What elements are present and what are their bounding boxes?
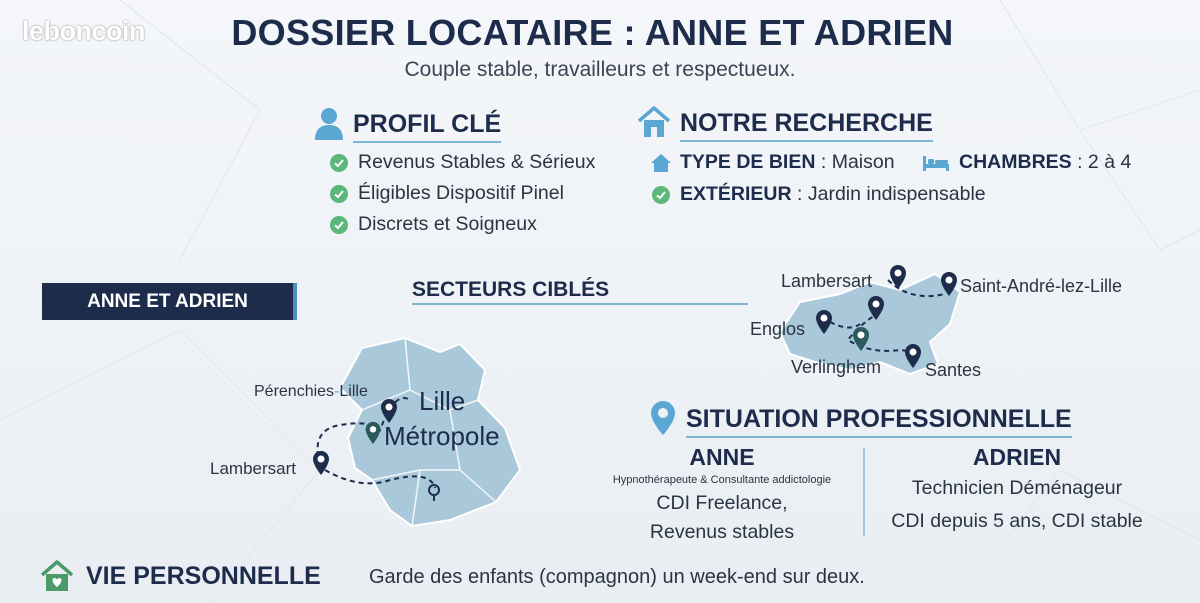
exterieur-row: EXTÉRIEUR : Jardin indispensable	[652, 183, 986, 206]
label-lambersart-left: Lambersart	[210, 459, 296, 478]
person-icon	[313, 106, 345, 147]
vie-title: VIE PERSONNELLE	[86, 561, 321, 590]
recherche-title: NOTRE RECHERCHE	[680, 109, 933, 142]
profil-item: Éligibles Dispositif Pinel	[330, 178, 595, 209]
check-icon	[330, 153, 348, 172]
anne-role: Hypnothérapeute & Consultante addictolog…	[612, 474, 832, 486]
chambres-row: CHAMBRES : 2 à 4	[922, 151, 1131, 174]
bed-icon	[922, 154, 950, 172]
label-metropole: Métropole	[384, 421, 500, 451]
names-badge: ANNE ET ADRIEN	[42, 283, 297, 320]
profil-item-label: Revenus Stables & Sérieux	[358, 151, 596, 173]
map-pin-icon	[381, 399, 397, 423]
map-pin-icon	[816, 310, 832, 334]
chambres-value: : 2 à 4	[1071, 151, 1132, 173]
anne-contract: CDI Freelance,	[656, 492, 788, 514]
adrien-contract: CDI depuis 5 ans, CDI stable	[891, 510, 1143, 532]
profil-list: Revenus Stables & Sérieux Éligibles Disp…	[330, 147, 595, 240]
profil-item-label: Éligibles Dispositif Pinel	[358, 182, 564, 204]
anne-name: ANNE	[689, 444, 755, 470]
location-pin-icon	[650, 400, 676, 443]
exterieur-value: : Jardin indispensable	[791, 183, 986, 205]
adrien-name: ADRIEN	[972, 444, 1062, 470]
profil-heading: PROFIL CLÉ	[313, 106, 502, 147]
home-icon	[650, 153, 672, 173]
situation-heading: SITUATION PROFESSIONNELLE	[650, 400, 1072, 443]
secteurs-title: SECTEURS CIBLÉS	[412, 278, 610, 301]
house-heart-icon	[40, 560, 74, 592]
map-pin-icon	[941, 272, 957, 296]
type-label: TYPE DE BIEN	[680, 151, 816, 173]
label-saint-andre: Saint-André-lez-Lille	[960, 276, 1123, 296]
secteurs-divider	[412, 303, 748, 305]
profil-item: Discrets et Soigneux	[330, 209, 595, 240]
anne-income: Revenus stables	[649, 521, 795, 543]
label-lille: Lille	[419, 386, 466, 416]
label-englos: Englos	[750, 319, 806, 339]
check-icon	[652, 185, 670, 204]
situation-divider	[863, 448, 865, 536]
profil-title: PROFIL CLÉ	[353, 110, 502, 143]
leboncoin-watermark: leboncoin	[22, 16, 146, 46]
recherche-heading: NOTRE RECHERCHE	[636, 104, 933, 147]
chambres-label: CHAMBRES	[959, 151, 1072, 173]
check-icon	[330, 184, 348, 203]
exterieur-label: EXTÉRIEUR	[680, 183, 792, 205]
profil-item: Revenus Stables & Sérieux	[330, 147, 595, 178]
map-pin-icon	[853, 327, 869, 351]
page-title: DOSSIER LOCATAIRE : ANNE ET ADRIEN	[231, 12, 954, 53]
label-lambersart-right: Lambersart	[781, 271, 873, 291]
profil-item-label: Discrets et Soigneux	[358, 213, 537, 235]
label-santes: Santes	[925, 360, 982, 380]
check-icon	[330, 215, 348, 234]
type-value: : Maison	[815, 151, 895, 173]
label-verlinghem: Verlinghem	[791, 357, 882, 377]
house-icon	[636, 104, 672, 147]
map-pin-icon	[905, 344, 921, 368]
adrien-job: Technicien Déménageur	[911, 477, 1123, 499]
page-subtitle: Couple stable, travailleurs et respectue…	[404, 58, 796, 81]
situation-title: SITUATION PROFESSIONNELLE	[686, 405, 1072, 438]
map-pin-icon	[868, 296, 884, 320]
vie-heading: VIE PERSONNELLE	[40, 560, 321, 592]
type-de-bien-row: TYPE DE BIEN : Maison	[650, 151, 895, 174]
anne-block: ANNE Hypnothérapeute & Consultante addic…	[592, 444, 852, 547]
label-perenchies: Pérenchies-Lille	[254, 383, 368, 400]
vie-text: Garde des enfants (compagnon) un week-en…	[369, 566, 865, 588]
map-pin-icon	[313, 451, 329, 475]
map-pin-icon	[890, 265, 906, 289]
map-pin-icon	[365, 421, 381, 445]
adrien-block: ADRIEN Technicien Déménageur CDI depuis …	[872, 444, 1162, 536]
